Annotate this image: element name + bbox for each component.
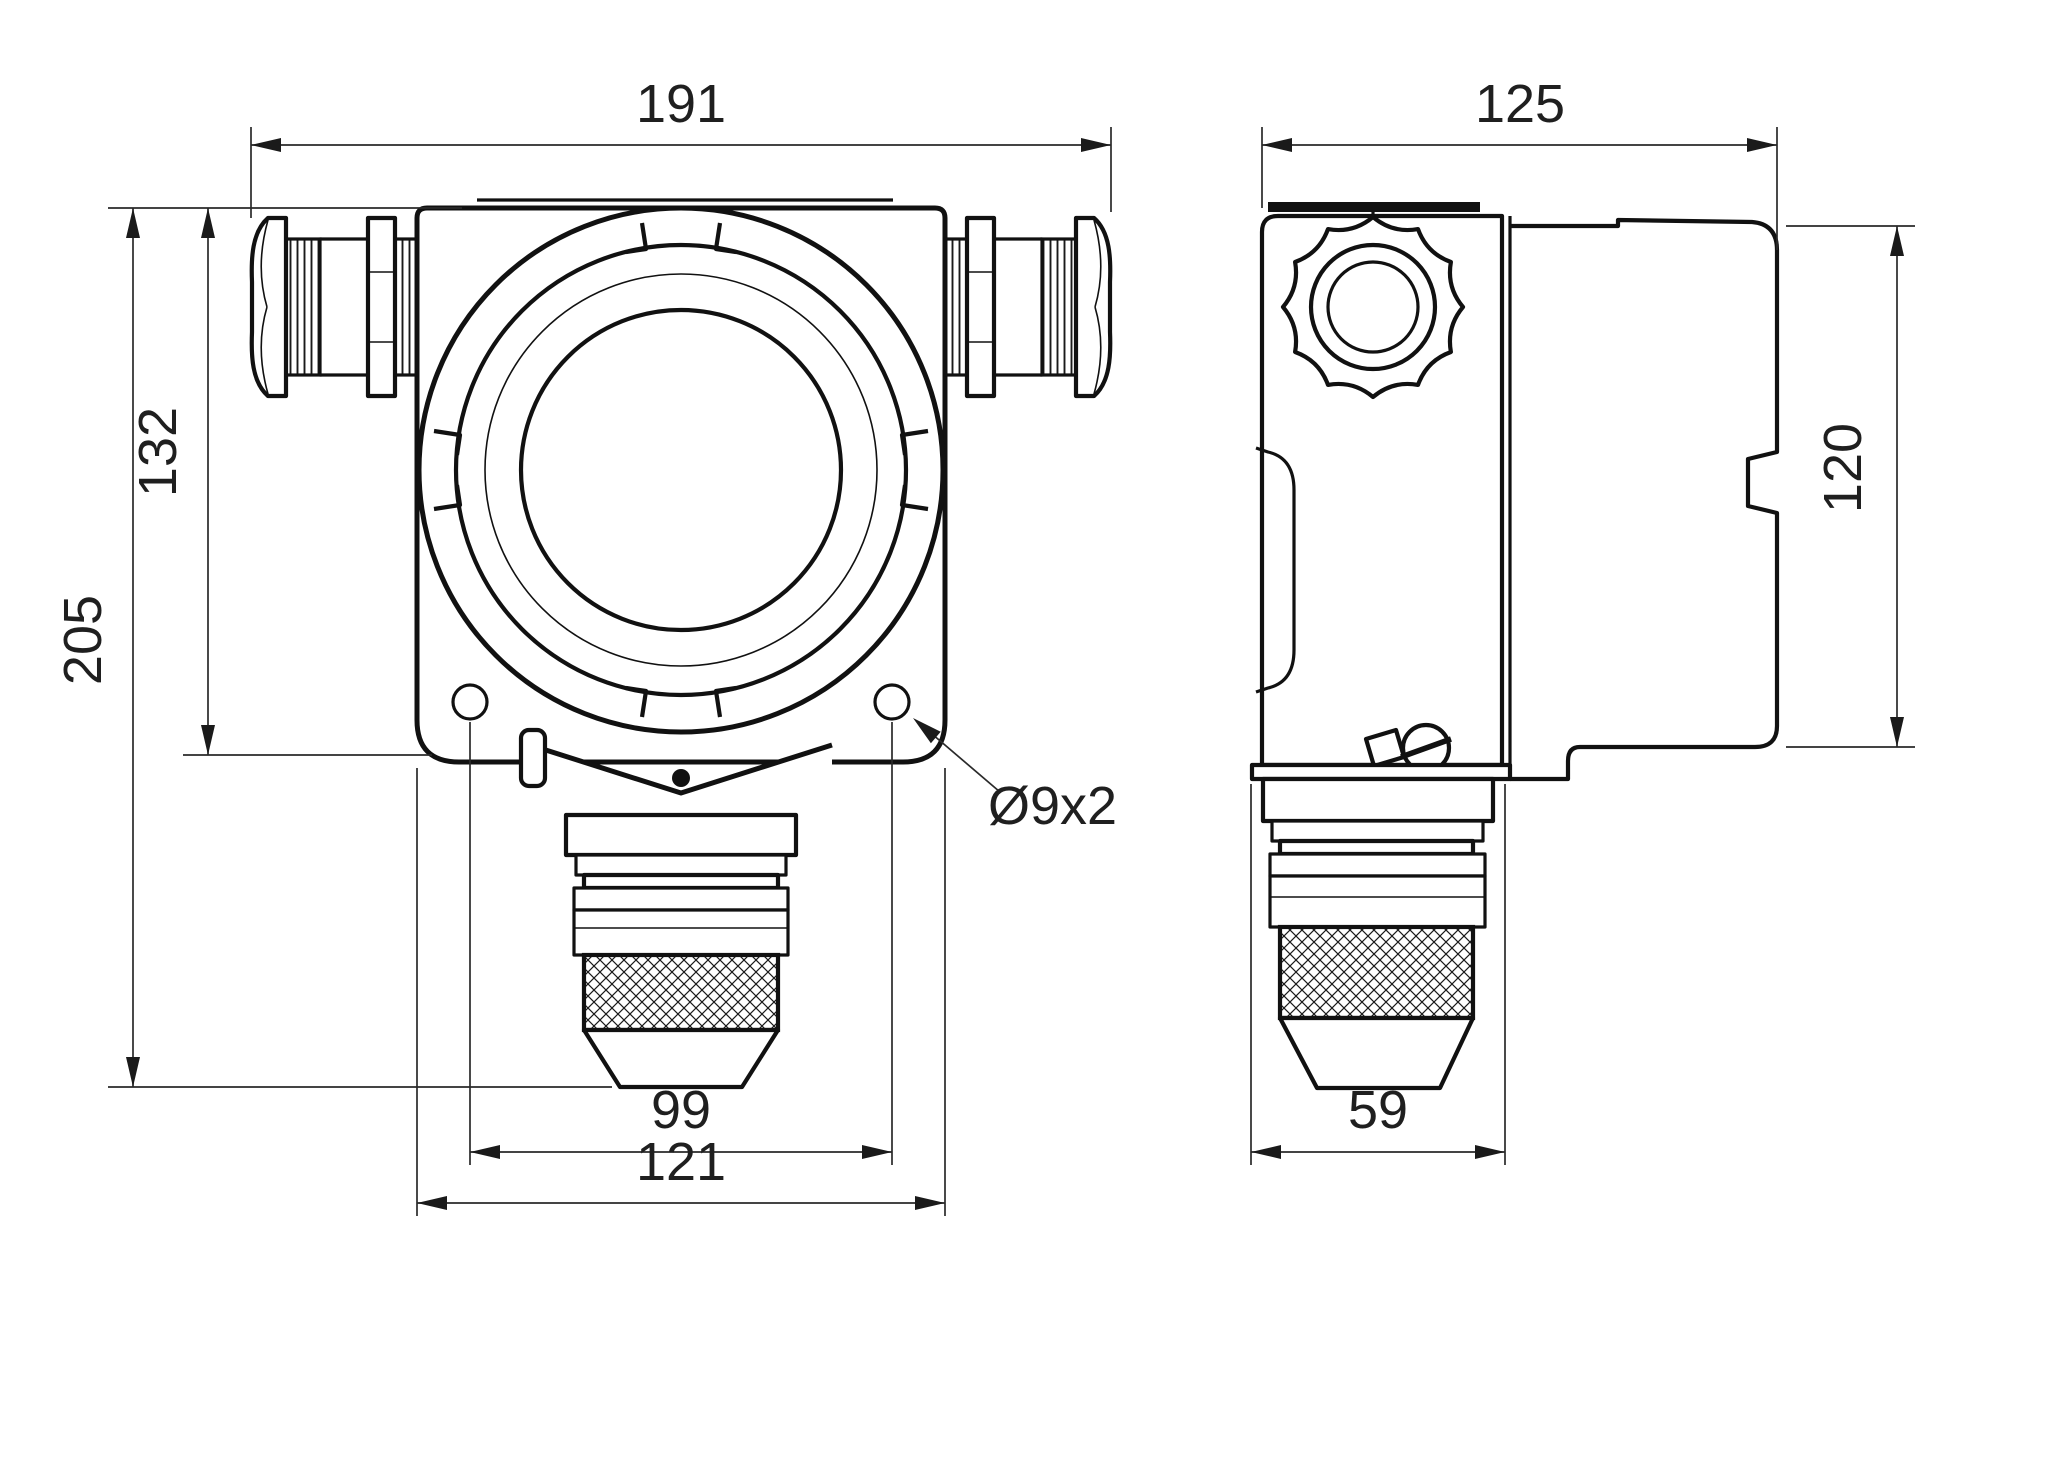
cover-v-mask [530,745,832,813]
dim-housing-width: 121 [416,768,946,1216]
side-top-bar [1268,202,1480,212]
side-sensor-head [1249,762,1513,1091]
dim-rear-housing-height: 120 [1786,225,1915,748]
dimensions: 191 125 132 205 1 [53,74,1915,1216]
dim-label-121: 121 [636,1132,726,1192]
cover-lock-screw [1363,722,1452,774]
latch-clip [518,727,548,789]
callout-mounting-holes: Ø9x2 [913,718,1117,836]
dim-label-125: 125 [1475,74,1565,134]
dim-label-hole-callout: Ø9x2 [988,776,1117,836]
dim-label-120: 120 [1813,423,1873,513]
dim-hole-spacing: 99 [469,722,893,1165]
bezel-tick-marks [433,222,929,718]
dim-overall-height: 205 [53,208,612,1088]
dim-label-59: 59 [1348,1080,1408,1140]
dim-housing-height: 132 [128,208,432,756]
mounting-hole-left [451,683,489,721]
side-front-panel [1255,446,1296,694]
dim-label-191: 191 [636,74,726,134]
cable-gland-left [252,218,417,396]
front-sensor-head [563,812,799,1090]
side-gland-end [1280,212,1466,400]
cover-v-edge [529,742,833,796]
cover-index-dot [672,769,690,787]
dim-label-99: 99 [651,1080,711,1140]
dim-label-205: 205 [53,595,113,685]
side-view [1249,202,1780,1091]
front-housing-plate [414,205,948,765]
dim-label-132: 132 [128,407,188,497]
dim-front-overall-width: 191 [250,74,1112,218]
side-rear-box [1510,217,1780,782]
cable-gland-right [945,218,1110,396]
dim-side-base-width: 59 [1250,784,1506,1165]
front-cover-rings [416,205,946,735]
dim-side-overall-depth: 125 [1261,74,1778,250]
mounting-hole-right [873,683,911,721]
front-view [252,198,1111,1090]
